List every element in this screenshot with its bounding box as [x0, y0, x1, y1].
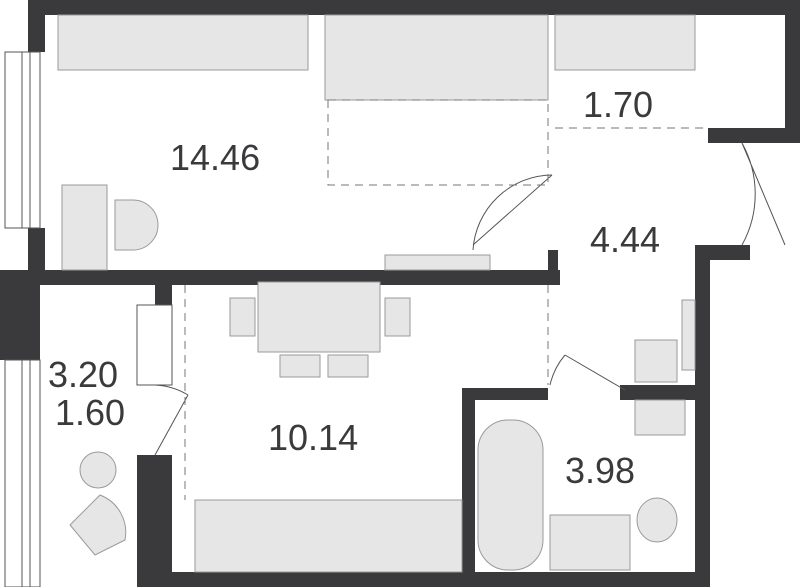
desk — [61, 184, 108, 271]
furniture — [57, 14, 708, 573]
room-area-bathroom: 3.98 — [565, 450, 635, 491]
sofa — [324, 14, 549, 101]
room-area-living: 14.46 — [170, 137, 260, 178]
room-area-balcony-reduced: 1.60 — [55, 392, 125, 433]
balcony-chair — [69, 494, 127, 556]
bathtub — [477, 419, 544, 571]
balcony-table — [79, 451, 117, 489]
boiler — [634, 399, 686, 436]
room-area-hallway: 4.44 — [590, 219, 660, 260]
wardrobe-hall — [554, 14, 696, 71]
tv-stand — [384, 254, 491, 271]
toilet — [636, 497, 678, 543]
windows — [4, 51, 173, 587]
doors — [154, 142, 786, 456]
chair — [114, 199, 159, 251]
kitchen-counter — [194, 499, 463, 573]
room-area-balcony: 3.20 — [48, 354, 118, 395]
dining-table — [257, 281, 381, 353]
room-area-kitchen: 10.14 — [268, 417, 358, 458]
sink — [549, 514, 631, 571]
washer — [634, 339, 678, 383]
wardrobe-living — [57, 14, 309, 71]
room-area-wardrobe: 1.70 — [583, 84, 653, 125]
